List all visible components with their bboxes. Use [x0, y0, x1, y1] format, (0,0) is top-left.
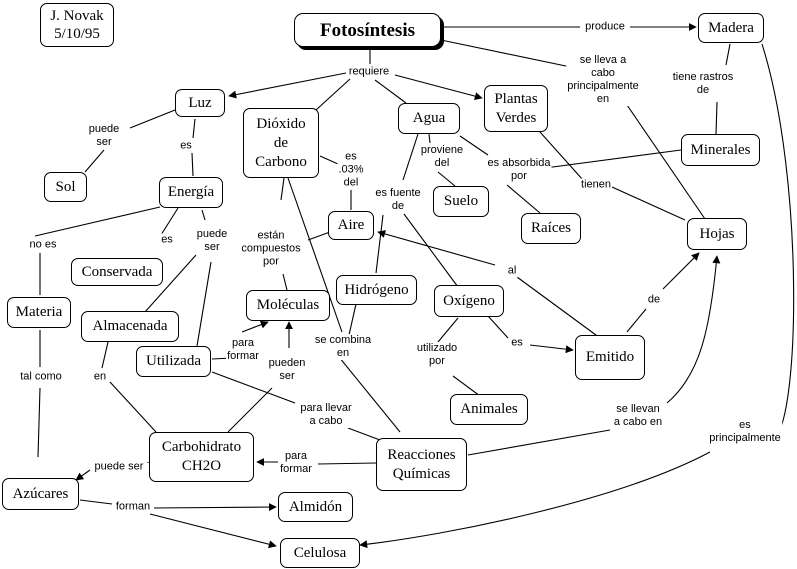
link-requiere: requiere	[347, 65, 391, 79]
concept-oxigeno[interactable]: Oxígeno	[434, 285, 504, 317]
concept-almacenada[interactable]: Almacenada	[81, 311, 179, 342]
link-estan-compuestos: están compuestos por	[240, 229, 302, 269]
link-es-03-del: es .03% del	[337, 150, 365, 190]
link-para-llevar-a-cabo: para llevar a cabo	[299, 402, 353, 428]
link-no-es: no es	[28, 238, 58, 252]
link-puede-ser-energia: puede ser	[195, 228, 229, 254]
link-es-principalmente: es principalmente	[708, 419, 782, 445]
author-date: 5/10/95	[54, 26, 100, 42]
concept-raices[interactable]: Raíces	[521, 213, 581, 244]
concept-dioxido-de-carbono[interactable]: Dióxido de Carbono	[243, 108, 319, 178]
concept-plantas-verdes[interactable]: Plantas Verdes	[484, 85, 548, 132]
concept-almidon[interactable]: Almidón	[278, 492, 353, 522]
concept-hidrogeno[interactable]: Hidrógeno	[336, 275, 417, 305]
concept-utilizada[interactable]: Utilizada	[136, 346, 211, 377]
link-es-conservada: es	[160, 233, 174, 247]
link-en: en	[92, 370, 108, 384]
concept-materia[interactable]: Materia	[7, 297, 71, 328]
link-puede-ser-azucares: puede ser	[93, 460, 145, 474]
link-utilizado-por: utilizado por	[415, 342, 459, 368]
link-tal-como: tal como	[19, 370, 63, 384]
link-es-emitido: es	[510, 336, 524, 350]
link-se-combina: se combina en	[313, 334, 373, 360]
concept-aire[interactable]: Aire	[328, 211, 374, 240]
concept-fotosintesis[interactable]: Fotosíntesis	[294, 13, 441, 47]
link-forman: forman	[114, 500, 152, 514]
concept-luz[interactable]: Luz	[175, 89, 225, 117]
link-se-lleva-a-cabo: se lleva a cabo principalmente en	[566, 54, 640, 106]
link-produce: produce	[584, 20, 626, 34]
author-name: J. Novak	[50, 8, 104, 24]
concept-moleculas[interactable]: Moléculas	[246, 290, 330, 321]
concept-sol[interactable]: Sol	[44, 172, 87, 202]
concept-azucares[interactable]: Azúcares	[2, 478, 79, 510]
link-al: al	[506, 264, 518, 278]
concept-madera[interactable]: Madera	[698, 13, 764, 43]
link-tienen: tienen	[580, 178, 612, 192]
link-es-absorbida: es absorbida por	[486, 157, 552, 183]
concept-agua[interactable]: Agua	[398, 103, 460, 134]
link-es-fuente: es fuente de	[374, 187, 422, 213]
link-tiene-rastros: tiene rastros de	[671, 71, 735, 97]
link-puede-ser-sol: puede ser	[87, 123, 121, 149]
link-pueden-ser: pueden ser	[267, 357, 307, 383]
concept-energia[interactable]: Energía	[159, 177, 223, 208]
concept-suelo[interactable]: Suelo	[433, 186, 489, 217]
link-es-luz: es	[179, 139, 193, 153]
concept-emitido[interactable]: Emitido	[575, 335, 645, 380]
link-de: de	[646, 293, 662, 307]
concept-animales[interactable]: Animales	[450, 394, 528, 425]
link-proviene-del: proviene del	[419, 144, 465, 170]
link-para-formar-carbohidrato: para formar	[279, 450, 313, 476]
concept-reacciones-quimicas[interactable]: Reacciones Químicas	[376, 438, 467, 491]
link-para-formar-moleculas: para formar	[226, 337, 260, 363]
concept-conservada[interactable]: Conservada	[71, 258, 163, 286]
concept-minerales[interactable]: Minerales	[681, 134, 760, 166]
author-date-box: J. Novak 5/10/95	[40, 3, 114, 47]
link-se-llevan-a-cabo: se llevan a cabo en	[612, 403, 664, 429]
concept-celulosa[interactable]: Celulosa	[280, 538, 360, 568]
concept-carbohidrato[interactable]: Carbohidrato CH2O	[149, 432, 254, 482]
concept-hojas[interactable]: Hojas	[687, 218, 747, 250]
